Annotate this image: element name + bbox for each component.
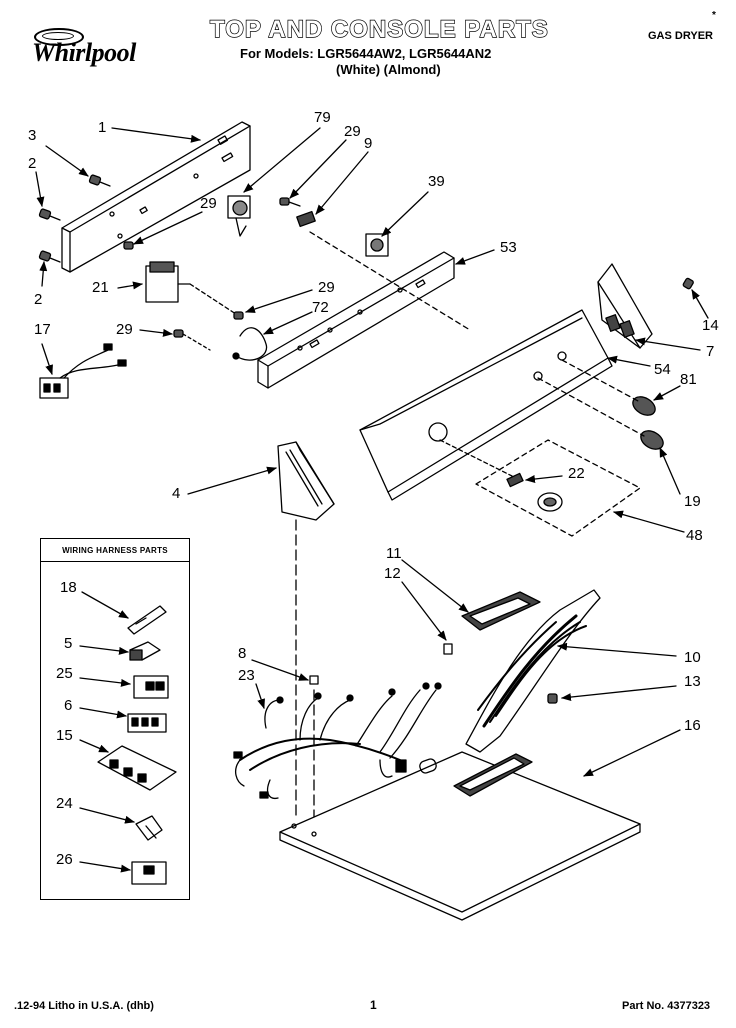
clip-12 — [443, 643, 453, 655]
callout-label: 1 — [98, 119, 107, 136]
callout-label: 48 — [686, 527, 703, 544]
callout-label: 2 — [34, 291, 43, 308]
callout-label: 12 — [384, 565, 401, 582]
callout-label: 29 — [200, 195, 217, 212]
print-info: .12-94 Litho in U.S.A. (dhb) — [14, 1000, 154, 1012]
callout-label: 54 — [654, 361, 671, 378]
hinge-plate-11 — [461, 591, 541, 631]
callout-label: 19 — [684, 493, 701, 510]
screw-icon — [88, 174, 111, 187]
clip-part — [296, 210, 316, 228]
dial-outline-48 — [475, 439, 641, 537]
callout-label: 8 — [238, 645, 247, 662]
clip-8 — [309, 675, 319, 685]
timer-bracket — [227, 195, 251, 237]
callout-label: 13 — [684, 673, 701, 690]
wire-harness-72 — [235, 327, 268, 361]
callout-label: 5 — [64, 635, 73, 652]
callout-label: 6 — [64, 697, 73, 714]
top-panel-16 — [279, 751, 641, 921]
wiring-harness-legend: WIRING HARNESS PARTS — [40, 538, 190, 900]
callout-label: 79 — [314, 109, 331, 126]
callout-label: 15 — [56, 727, 73, 744]
connector-5 — [129, 641, 161, 661]
callout-label: 81 — [680, 371, 697, 388]
screw-icon — [38, 250, 61, 263]
callout-label: 29 — [318, 279, 335, 296]
callout-label: 23 — [238, 667, 255, 684]
callout-label: 2 — [28, 155, 37, 172]
harness-10 — [465, 589, 601, 753]
connector-26 — [131, 861, 167, 885]
callout-label: 9 — [364, 135, 373, 152]
leader-lines — [35, 127, 709, 873]
timer-motor — [145, 261, 243, 319]
callout-label: 72 — [312, 299, 329, 316]
callout-label: 17 — [34, 321, 51, 338]
callout-label: 53 — [500, 239, 517, 256]
whirlpool-logo: Whirlpool — [26, 26, 176, 70]
legend-title: WIRING HARNESS PARTS — [41, 539, 189, 562]
mounting-bracket — [597, 263, 653, 349]
connector-17 — [39, 343, 127, 399]
callout-label: 24 — [56, 795, 73, 812]
callout-label: 39 — [428, 173, 445, 190]
callout-label: 7 — [706, 343, 715, 360]
screw-icon — [38, 208, 61, 221]
connector-15 — [97, 745, 177, 791]
screw-icon — [173, 329, 211, 351]
callout-label: 16 — [684, 717, 701, 734]
page-title: TOP AND CONSOLE PARTS — [209, 15, 549, 43]
knob-81 — [632, 396, 656, 416]
clip-24 — [135, 815, 163, 841]
logo-ring — [34, 28, 84, 46]
callout-label: 29 — [116, 321, 133, 338]
screw-icon — [233, 311, 244, 320]
switch-part — [365, 233, 389, 257]
part-number: Part No. 4377323 — [622, 1000, 711, 1012]
knob-19 — [640, 430, 664, 450]
screw-icon — [547, 693, 558, 704]
rear-control-panel — [61, 121, 251, 273]
screw-icon — [279, 197, 301, 207]
callout-label: 18 — [60, 579, 77, 596]
callout-label: 21 — [92, 279, 109, 296]
page-number: 1 — [370, 998, 377, 1012]
models-line: For Models: LGR5644AW2, LGR5644AN2 — [240, 46, 492, 61]
callout-label: 11 — [386, 545, 402, 562]
terminal-18 — [127, 605, 167, 635]
callout-label: 4 — [172, 485, 181, 502]
knob-dial — [537, 492, 563, 512]
callout-label: 3 — [28, 127, 37, 144]
callout-label: 10 — [684, 649, 701, 666]
screw-icon — [123, 241, 134, 250]
screw-icon — [682, 277, 694, 290]
product-type: GAS DRYER — [648, 30, 713, 42]
callout-label: 25 — [56, 665, 73, 682]
callout-label: 22 — [568, 465, 585, 482]
colors-line: (White) (Almond) — [336, 62, 441, 77]
push-button-22 — [506, 472, 524, 488]
connector-6 — [127, 713, 167, 733]
control-bracket — [257, 251, 455, 389]
callout-label: 26 — [56, 851, 73, 868]
brand-name: Whirlpool — [32, 38, 136, 67]
main-harness-23 — [233, 682, 442, 800]
logo-inner-ring — [42, 32, 74, 40]
end-cap-4 — [277, 441, 335, 521]
callout-label: 29 — [344, 123, 361, 140]
connector-25 — [133, 675, 169, 699]
header-mark: * — [712, 10, 716, 21]
callout-label: 14 — [702, 317, 719, 334]
